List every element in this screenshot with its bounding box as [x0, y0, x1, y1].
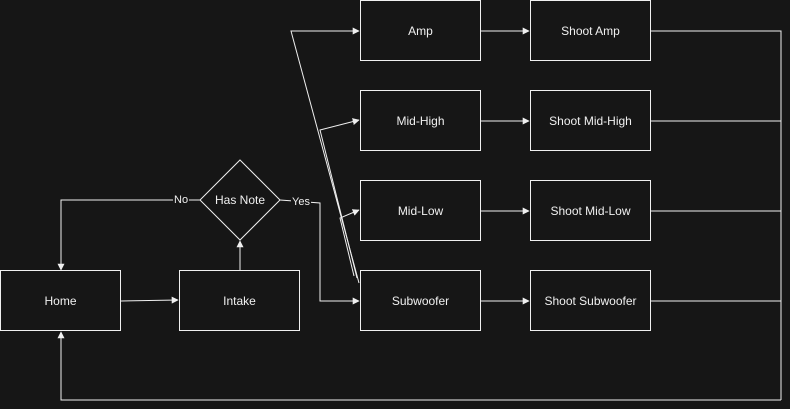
node-mid-low[interactable]: Mid-Low	[360, 180, 481, 241]
edge-return-home	[57, 331, 781, 401]
node-shoot-subwoofer[interactable]: Shoot Subwoofer	[530, 270, 651, 331]
node-mid-high[interactable]: Mid-High	[360, 90, 481, 151]
node-shoot-mid-low[interactable]: Shoot Mid-Low	[530, 180, 651, 241]
edge-no-home	[57, 199, 200, 271]
node-amp[interactable]: Amp	[360, 0, 481, 61]
edge-label-yes: Yes	[291, 196, 311, 208]
node-subwoofer[interactable]: Subwoofer	[360, 270, 481, 331]
node-has-note[interactable]: Has Note	[214, 193, 266, 207]
node-intake[interactable]: Intake	[179, 270, 300, 331]
has-note-diamond	[199, 159, 281, 241]
node-home[interactable]: Home	[0, 270, 121, 331]
edge-sub-midhigh	[319, 118, 360, 279]
node-shoot-mid-high[interactable]: Shoot Mid-High	[530, 90, 651, 151]
edge-home-intake	[120, 296, 179, 304]
node-shoot-amp[interactable]: Shoot Amp	[530, 0, 651, 61]
edge-label-no: No	[173, 194, 190, 206]
edge-sub-amp	[290, 27, 360, 284]
edge-sub-midlow	[339, 209, 360, 277]
edge-shootamp-return	[651, 30, 782, 400]
